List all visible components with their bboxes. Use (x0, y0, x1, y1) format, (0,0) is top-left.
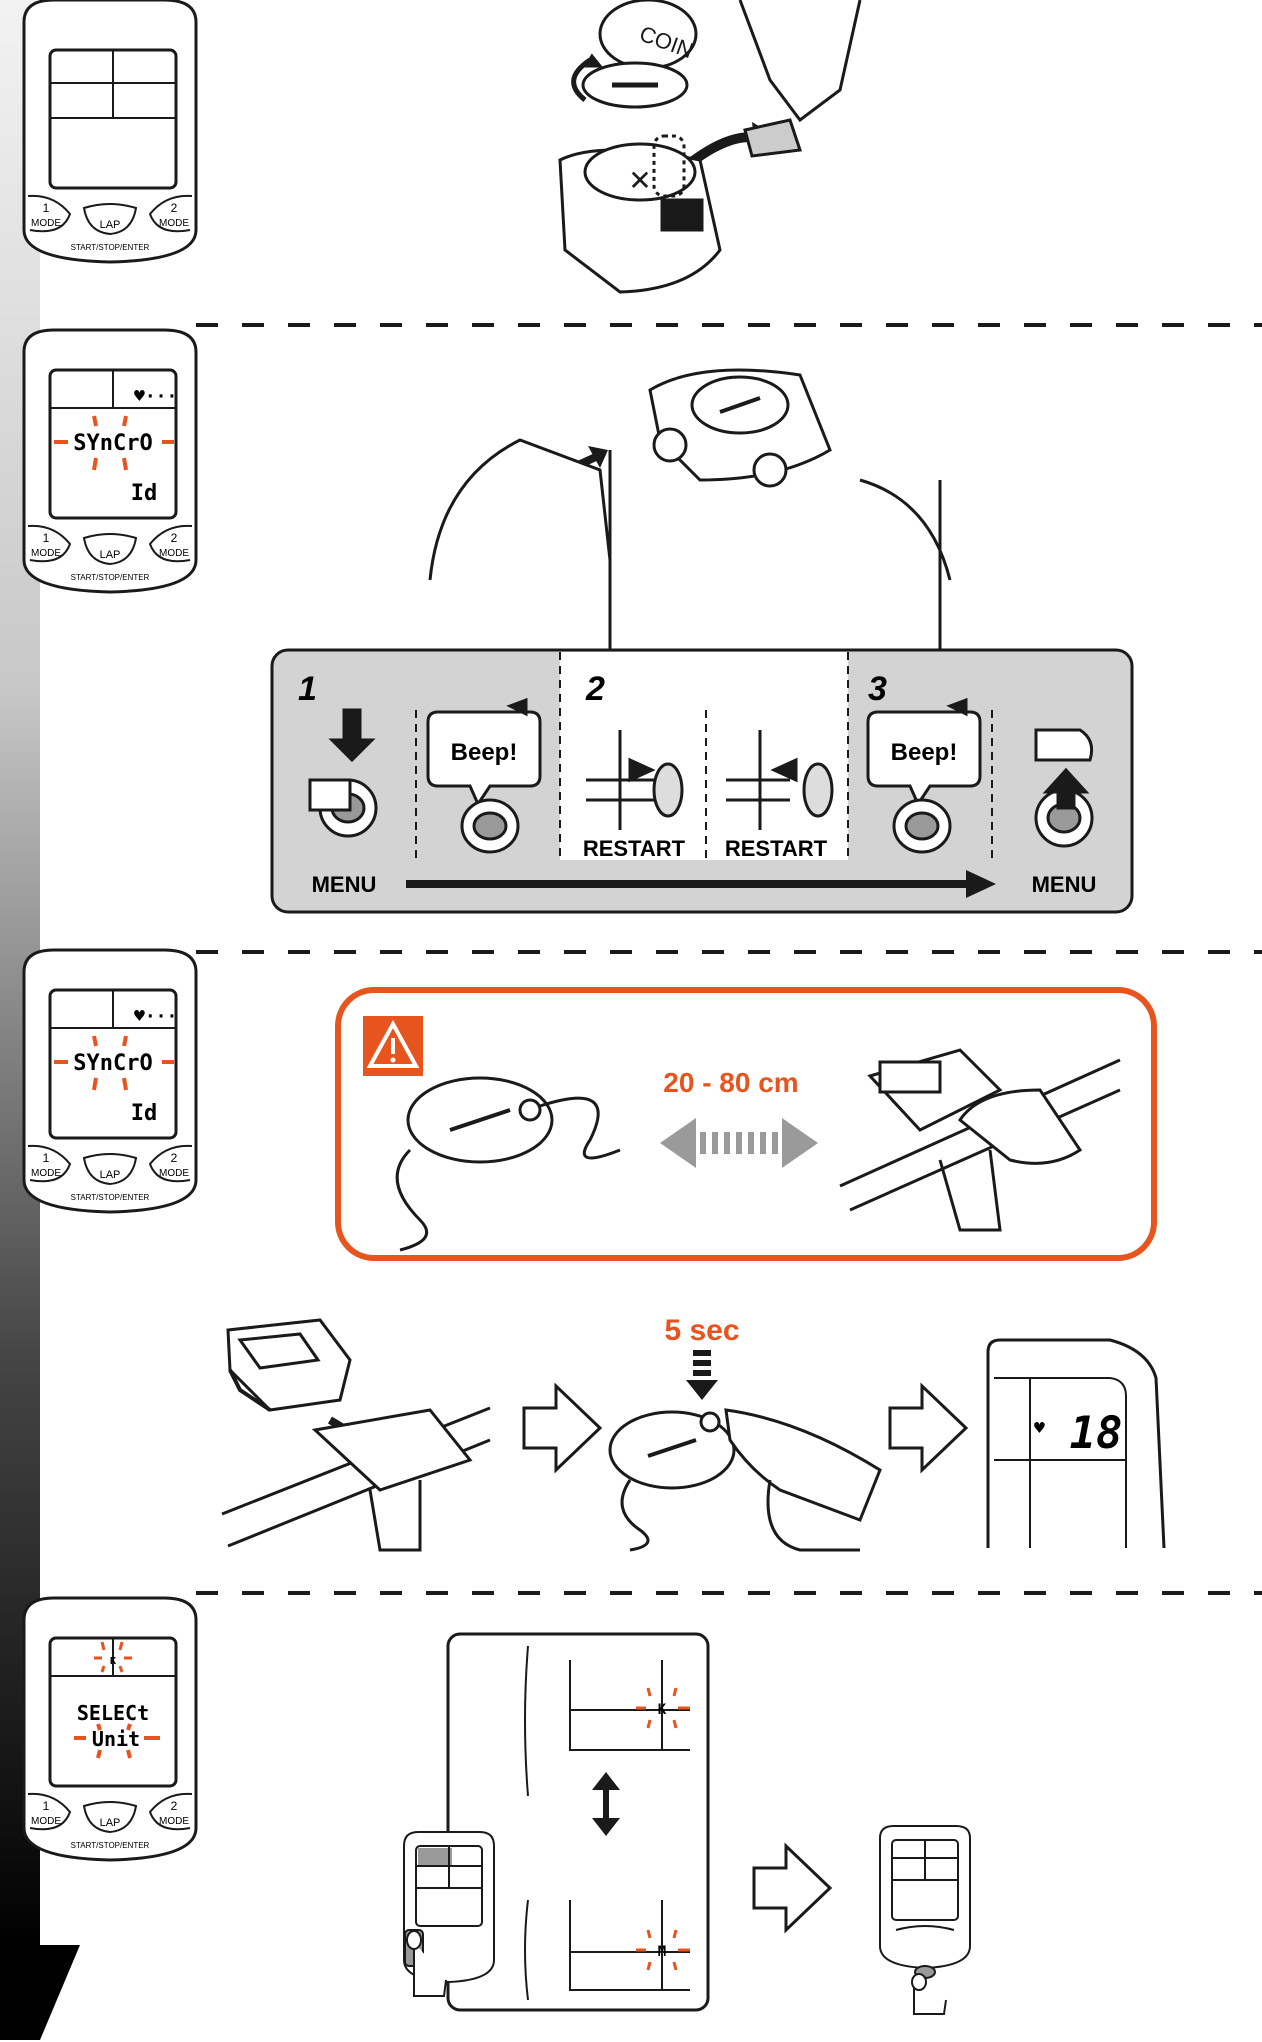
svg-text:♥···: ♥··· (134, 1006, 177, 1027)
svg-text:MODE: MODE (159, 548, 189, 559)
distance-label: 20 - 80 cm (663, 1067, 798, 1098)
svg-text:1: 1 (43, 1799, 50, 1813)
lcd-sync-line1: SYnCrO (73, 431, 152, 456)
svg-text:1: 1 (43, 1151, 50, 1165)
small-computer-press-mode (404, 1832, 494, 1996)
btn-left-mode: MODE (31, 218, 61, 229)
restart-label-1: RESTART (583, 836, 686, 861)
step-number-2: 2 (585, 670, 605, 708)
svg-text:2: 2 (171, 531, 178, 545)
next-arrow-2 (890, 1386, 966, 1470)
svg-text:1: 1 (43, 531, 50, 545)
down-press-icon (686, 1350, 718, 1400)
svg-text:♥···: ♥··· (134, 386, 177, 407)
mount-computer-illustration (222, 1320, 490, 1550)
svg-text:MODE: MODE (159, 1168, 189, 1179)
battery-cover-illustration: COIN ✕ (560, 0, 860, 292)
svg-text:LAP: LAP (100, 549, 121, 561)
next-arrow-1 (524, 1386, 600, 1470)
svg-text:MODE: MODE (31, 548, 61, 559)
small-computer-press-enter (880, 1826, 970, 2014)
svg-text:LAP: LAP (100, 1169, 121, 1181)
svg-text:2: 2 (171, 1151, 178, 1165)
restart-label-2: RESTART (725, 836, 828, 861)
computer-unit-2: ♥··· SYnCrO Id 1 MODE LAP 2 MODE START/S… (24, 330, 196, 592)
svg-text:START/STOP/ENTER: START/STOP/ENTER (71, 1193, 150, 1202)
press-sensor-illustration (610, 1410, 880, 1550)
btn-center-label: LAP (100, 219, 121, 231)
reset-steps-panel: 1 2 3 Beep! RESTART (272, 650, 1132, 912)
svg-text:LAP: LAP (100, 1817, 121, 1829)
pairing-sequence: 5 sec ♥ 18 (222, 1314, 1164, 1550)
lcd-sync-line2-b: Id (131, 1101, 158, 1126)
svg-text:START/STOP/ENTER: START/STOP/ENTER (71, 573, 150, 582)
svg-text:♥: ♥ (1034, 1418, 1045, 1439)
hr-value: 18 (1070, 1408, 1123, 1459)
sensor-reset-illustration (430, 370, 950, 650)
beep-text-1: Beep! (451, 739, 518, 766)
bottom-label: START/STOP/ENTER (71, 243, 150, 252)
distance-warning-box: 20 - 80 cm (338, 990, 1154, 1258)
lcd-sync-line1-b: SYnCrO (73, 1051, 152, 1076)
lcd-sync-line2: Id (131, 481, 158, 506)
computer-unit-3: ♥··· SYnCrO Id 1 MODE LAP 2 MODE START/S… (24, 950, 196, 1212)
section-dividers (196, 325, 1262, 1593)
beep-text-2: Beep! (891, 739, 958, 766)
computer-unit-4: K SELECt Unit 1 MODE LAP 2 MODE START/ST… (24, 1598, 196, 1860)
svg-text:MODE: MODE (31, 1816, 61, 1827)
hold-time-label: 5 sec (664, 1314, 739, 1347)
svg-text:✕: ✕ (628, 165, 651, 196)
menu-label-right: MENU (1032, 872, 1097, 897)
btn-right-num: 2 (171, 201, 178, 215)
step-number-3: 3 (868, 670, 887, 708)
unit-m-label: M (658, 1944, 666, 1960)
svg-text:2: 2 (171, 1799, 178, 1813)
menu-label-left: MENU (312, 872, 377, 897)
computer-unit-1: 1 MODE LAP 2 MODE START/STOP/ENTER (24, 0, 196, 262)
svg-text:MODE: MODE (159, 1816, 189, 1827)
unit-k-label: K (658, 1702, 667, 1718)
lcd-select-line2: Unit (92, 1727, 140, 1751)
btn-left-num: 1 (43, 201, 50, 215)
svg-text:START/STOP/ENTER: START/STOP/ENTER (71, 1841, 150, 1850)
step-number-1: 1 (298, 670, 317, 708)
lcd-unit-indicator: K (110, 1656, 116, 1667)
unit-select-panel: K M (404, 1634, 708, 2010)
next-arrow-3 (754, 1846, 830, 1930)
btn-right-mode: MODE (159, 218, 189, 229)
svg-text:MODE: MODE (31, 1168, 61, 1179)
lcd-select-line1: SELECt (77, 1701, 149, 1725)
